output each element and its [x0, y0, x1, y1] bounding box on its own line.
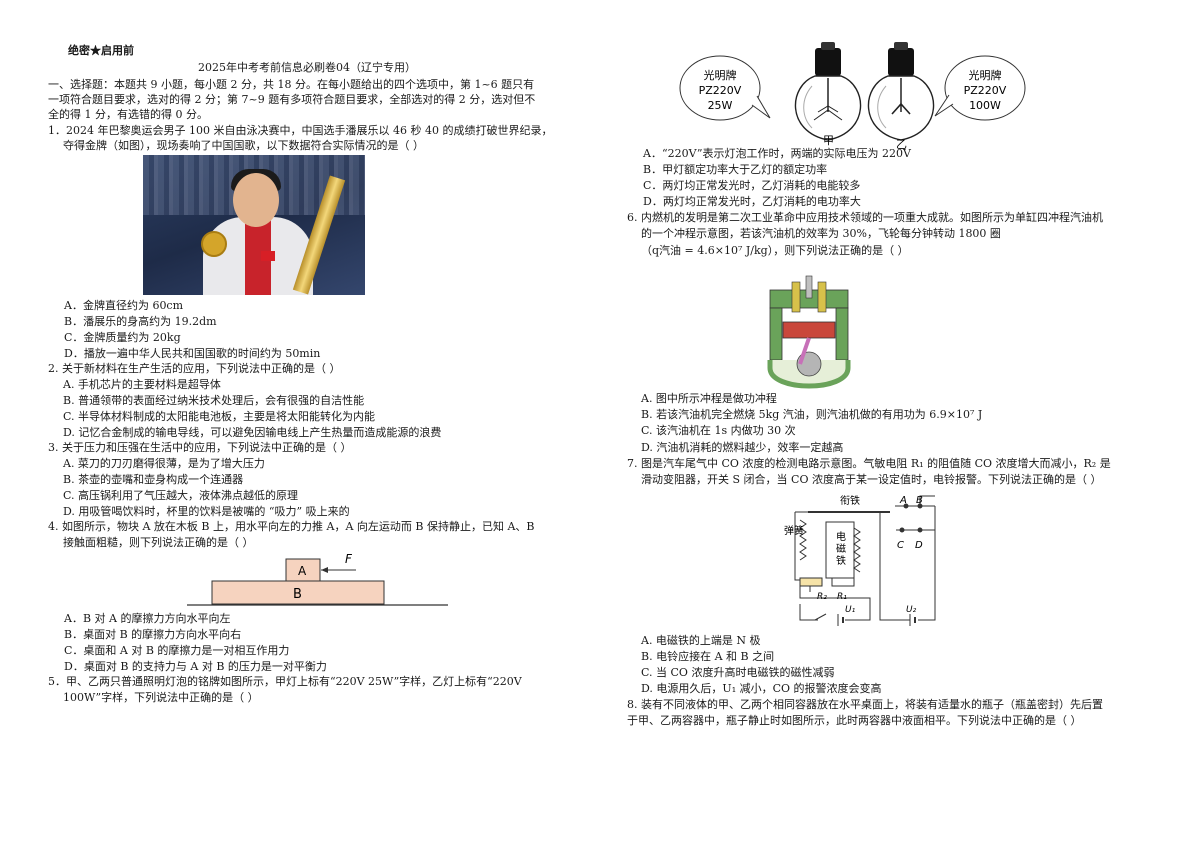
q7-option: A. 电磁铁的上端是 N 极 [641, 634, 761, 647]
bubble-left-line: 光明牌 [704, 68, 737, 82]
label-jia: 甲 [823, 134, 834, 147]
q8-stem: 于甲、乙两容器中，瓶子静止时如图所示，此时两容器中液面相平。下列说法中正确的是（… [627, 714, 1082, 727]
board-b [211, 580, 385, 605]
q5-option: D．两灯均正常发光时，乙灯消耗的电功率大 [643, 195, 861, 208]
bubble-right-line: 光明牌 [969, 68, 1002, 82]
paper-title: 2025年中考考前信息必刷卷04（辽宁专用） [198, 61, 416, 74]
secret-label: 绝密★启用前 [68, 44, 134, 57]
u2-label: U₂ [906, 605, 917, 615]
q3-option: A. 菜刀的刀刃磨得很薄，是为了增大压力 [63, 457, 265, 470]
contact-c-label: C [897, 540, 904, 551]
q3-option: C. 高压锅利用了气压越大，液体沸点越低的原理 [63, 489, 299, 502]
q4-stem: 4. 如图所示，物块 A 放在木板 B 上，用水平向左的力推 A，A 向左运动而… [48, 520, 535, 533]
q1-option: B．潘展乐的身高约为 19.2dm [64, 315, 217, 328]
section-instruction-line: 一项符合题目要求，选对的得 2 分；第 7~9 题有多项符合题目要求，全部选对的… [48, 93, 536, 106]
q6-stem: 的一个冲程示意图，若该汽油机的效率为 30%，飞轮每分钟转动 1800 圈 [641, 227, 1001, 240]
bubble-left-line: 25W [708, 99, 733, 112]
flag-icon [261, 251, 275, 261]
contact-d-label: D [915, 540, 923, 551]
engine-diagram [767, 275, 851, 389]
q2-option: C. 半导体材料制成的太阳能电池板，主要是将太阳能转化为内能 [63, 410, 376, 423]
q4-stem: 接触面粗糙，则下列说法正确的是（ ） [63, 536, 254, 549]
q3-option: B. 茶壶的壶嘴和壶身构成一个连通器 [63, 473, 244, 486]
q4-option: D．桌面对 B 的支持力与 A 对 B 的压力是一对平衡力 [64, 660, 327, 673]
q6-option: C. 该汽油机在 1s 内做功 30 次 [641, 424, 796, 437]
bubble-left-line: PZ220V [699, 84, 742, 97]
q2-option: B. 普通领带的表面经过纳米技术处理后，会有很强的自洁性能 [63, 394, 365, 407]
q6-stem: 6. 内燃机的发明是第二次工业革命中应用技术领域的一项重大成就。如图所示为单缸四… [627, 211, 1103, 224]
q4-option: A．B 对 A 的摩擦力方向水平向左 [64, 612, 231, 625]
q6-option: B. 若该汽油机完全燃烧 5kg 汽油，则汽油机做的有用功为 6.9×10⁷ J [641, 408, 983, 421]
section-instruction-line: 全的得 1 分，有选错的得 0 分。 [48, 108, 208, 121]
q2-option: A. 手机芯片的主要材料是超导体 [63, 378, 221, 391]
co-detector-circuit: 衔铁 弹簧 电 磁 铁 A B C D R₂ R₁ U₁ U₂ [784, 494, 936, 626]
q2-stem: 2. 关于新材料在生产生活的应用，下列说法中正确的是（ ） [48, 362, 341, 375]
gold-medal-icon [201, 231, 227, 257]
q7-option: B. 电铃应接在 A 和 B 之间 [641, 650, 775, 663]
q2-option: D. 记忆合金制成的输电导线，可以避免因输电线上产生热量而造成能源的浪费 [63, 426, 442, 439]
bubble-right-line: PZ220V [964, 84, 1007, 97]
arrow-head-icon [321, 567, 328, 573]
spark-plug-icon [805, 275, 813, 299]
q3-stem: 3. 关于压力和压强在生活中的应用，下列说法中正确的是（ ） [48, 441, 352, 454]
q4-option: B．桌面对 B 的摩擦力方向水平向右 [64, 628, 242, 641]
r2-label: R₂ [817, 592, 827, 602]
q8-stem: 8. 装有不同液体的甲、乙两个相同容器放在水平桌面上，将装有适量水的瓶子（瓶盖密… [627, 698, 1103, 711]
u1-label: U₁ [845, 605, 856, 615]
q1-option: D．播放一遍中华人民共和国国歌的时间约为 50min [64, 347, 321, 360]
q6-stem: （q汽油 = 4.6×10⁷ J/kg），则下列说法正确的是（ ） [641, 244, 909, 257]
label-f: F [345, 552, 353, 566]
electromagnet-label: 铁 [836, 554, 846, 567]
bulbs-figure: 光明牌 PZ220V 25W 光明牌 PZ220V 100W 甲 乙 [679, 42, 1026, 151]
electromagnet-label: 电 [836, 530, 846, 543]
q6-option: A. 图中所示冲程是做功冲程 [641, 392, 777, 405]
section-instruction-line: 一、选择题：本题共 9 小题，每小题 2 分，共 18 分。在每小题给出的四个选… [48, 78, 535, 91]
spring-label: 弹簧 [784, 524, 804, 537]
contact-a-label: A [899, 495, 907, 506]
bulb-yi-icon [867, 42, 935, 141]
q1-option: A．金牌直径约为 60cm [64, 299, 184, 312]
q1-option: C．金牌质量约为 20kg [64, 331, 181, 344]
q5-option: A．“220V”表示灯泡工作时，两端的实际电压为 220V [643, 147, 911, 160]
armature-label: 衔铁 [840, 494, 860, 507]
r1-label: R₁ [837, 592, 847, 602]
q1-stem: 夺得金牌（如图），现场奏响了中国国歌，以下数据符合实际情况的是（ ） [63, 139, 424, 152]
label-b: B [293, 587, 302, 602]
q5-stem: 100W”字样，下列说法中正确的是（ ） [63, 691, 259, 704]
swimmer-medal-photo [143, 155, 365, 295]
q4-option: C．桌面和 A 对 B 的摩擦力是一对相互作用力 [64, 644, 290, 657]
q7-stem: 滑动变阻器，开关 S 闭合，当 CO 浓度高于某一设定值时，电铃报警。下列说法正… [641, 473, 1102, 486]
q3-option: D. 用吸管喝饮料时，杯里的饮料是被嘴的 “吸力” 吸上来的 [63, 505, 350, 518]
bubble-right-line: 100W [969, 99, 1001, 112]
label-a: A [298, 564, 307, 578]
contact-b-label: B [916, 495, 923, 506]
q7-option: D. 电源用久后，U₁ 减小，CO 的报警浓度会变高 [641, 682, 882, 695]
bulb-jia-icon [794, 42, 862, 141]
q7-stem: 7. 图是汽车尾气中 CO 浓度的检测电路示意图。气敏电阻 R₁ 的阻值随 CO… [627, 457, 1111, 470]
q5-stem: 5．甲、乙两只普通照明灯泡的铭牌如图所示，甲灯上标有“220V 25W”字样，乙… [48, 675, 522, 688]
q1-stem: 1．2024 年巴黎奥运会男子 100 米自由泳决赛中，中国选手潘展乐以 46 … [48, 124, 553, 137]
q6-option: D. 汽油机消耗的燃料越少，效率一定越高 [641, 441, 844, 454]
q5-option: B．甲灯额定功率大于乙灯的额定功率 [643, 163, 828, 176]
q7-option: C. 当 CO 浓度升高时电磁铁的磁性减弱 [641, 666, 835, 679]
block-diagram: A B F [187, 552, 448, 606]
electromagnet-label: 磁 [836, 542, 846, 555]
label-yi: 乙 [896, 138, 907, 151]
q5-option: C．两灯均正常发光时，乙灯消耗的电能较多 [643, 179, 861, 192]
